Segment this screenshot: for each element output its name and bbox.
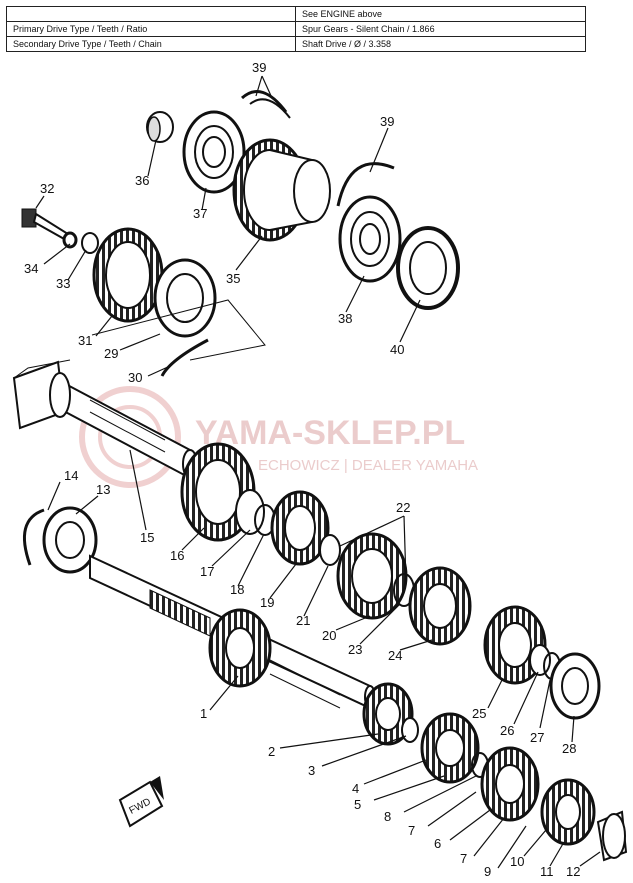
callout-14: 14 bbox=[64, 468, 78, 483]
callout-19: 19 bbox=[260, 595, 274, 610]
specs-row: Primary Drive Type / Teeth / Ratio Spur … bbox=[6, 21, 586, 37]
callout-16: 16 bbox=[170, 548, 184, 563]
callout-32: 32 bbox=[40, 181, 54, 196]
part-21-washer bbox=[319, 534, 341, 566]
callout-36: 36 bbox=[135, 173, 149, 188]
part-1-main-shaft bbox=[89, 554, 376, 710]
callout-39: 39 bbox=[380, 114, 394, 129]
specs-value: Shaft Drive / Ø / 3.358 bbox=[295, 36, 586, 52]
callout-4: 4 bbox=[352, 781, 359, 796]
callout-31: 31 bbox=[78, 333, 92, 348]
callout-34: 34 bbox=[24, 261, 38, 276]
callout-7: 7 bbox=[408, 823, 415, 838]
specs-row: See ENGINE above bbox=[6, 6, 586, 22]
callout-13: 13 bbox=[96, 482, 110, 497]
part-20-gear bbox=[336, 532, 408, 620]
callout-20: 20 bbox=[322, 628, 336, 643]
part-26-washer bbox=[529, 644, 551, 676]
part-14-circlip bbox=[22, 508, 45, 566]
callout-28: 28 bbox=[562, 741, 576, 756]
callout-24: 24 bbox=[388, 648, 402, 663]
part-38-bearing bbox=[338, 195, 402, 283]
part-12-bushing bbox=[596, 810, 628, 862]
callout-23: 23 bbox=[348, 642, 362, 657]
callout-29: 29 bbox=[104, 346, 118, 361]
callout-17: 17 bbox=[200, 564, 214, 579]
part-13-bearing bbox=[42, 506, 98, 574]
callout-12: 12 bbox=[566, 864, 580, 879]
part-40-oil-seal bbox=[396, 226, 460, 310]
watermark: YAMA-SKLEP.PL ECHOWICZ | DEALER YAMAHA bbox=[79, 386, 478, 488]
callout-37: 37 bbox=[193, 206, 207, 221]
part-39-circlip-right bbox=[336, 162, 395, 207]
callout-5: 5 bbox=[354, 797, 361, 812]
part-28-bearing bbox=[549, 652, 601, 720]
watermark-title: YAMA-SKLEP.PL bbox=[195, 414, 465, 452]
part-35-gear-sleeve bbox=[232, 138, 331, 242]
callouts: 39 39 36 37 35 38 40 32 34 33 31 29 30 1… bbox=[24, 60, 580, 879]
callout-15: 15 bbox=[140, 530, 154, 545]
part-32-bolt bbox=[21, 208, 70, 242]
part-24-gear bbox=[408, 566, 472, 646]
specs-row: Secondary Drive Type / Teeth / Chain Sha… bbox=[6, 36, 586, 52]
callout-3: 3 bbox=[308, 763, 315, 778]
part-34-lockwasher bbox=[62, 231, 78, 249]
callout-7: 7 bbox=[460, 851, 467, 866]
callout-8: 8 bbox=[384, 809, 391, 824]
watermark-subtitle: ECHOWICZ | DEALER YAMAHA bbox=[258, 457, 478, 474]
part-33-washer bbox=[81, 232, 99, 254]
callout-22: 22 bbox=[396, 500, 410, 515]
callout-27: 27 bbox=[530, 730, 544, 745]
part-36-bushing bbox=[146, 111, 174, 143]
part-6-gear bbox=[480, 746, 540, 822]
callout-10: 10 bbox=[510, 854, 524, 869]
callout-40: 40 bbox=[390, 342, 404, 357]
specs-table: See ENGINE above Primary Drive Type / Te… bbox=[6, 6, 586, 52]
callout-30: 30 bbox=[128, 370, 142, 385]
callout-2: 2 bbox=[268, 744, 275, 759]
part-39-circlip-upper bbox=[240, 90, 291, 119]
callout-9: 9 bbox=[484, 864, 491, 879]
callout-26: 26 bbox=[500, 723, 514, 738]
leader-lines bbox=[35, 75, 601, 869]
callout-35: 35 bbox=[226, 271, 240, 286]
callout-25: 25 bbox=[472, 706, 486, 721]
part-2-gear bbox=[362, 682, 414, 746]
part-19-gear bbox=[270, 490, 330, 566]
part-4-gear bbox=[420, 712, 480, 784]
part-37-bearing bbox=[182, 110, 246, 194]
callout-1: 1 bbox=[200, 706, 207, 721]
callout-11: 11 bbox=[540, 864, 554, 879]
part-3-washer bbox=[401, 717, 419, 743]
part-31-gear bbox=[92, 227, 164, 323]
part-11-gear bbox=[540, 778, 596, 846]
part-17-washer bbox=[235, 489, 265, 535]
callout-39: 39 bbox=[252, 60, 266, 75]
callout-38: 38 bbox=[338, 311, 352, 326]
callout-6: 6 bbox=[434, 836, 441, 851]
fwd-arrow-icon: FWD bbox=[118, 776, 164, 828]
part-15-drive-axle bbox=[12, 360, 198, 480]
callout-33: 33 bbox=[56, 276, 70, 291]
callout-21: 21 bbox=[296, 613, 310, 628]
part-29-bearing bbox=[153, 258, 217, 338]
part-30-circlip bbox=[160, 338, 209, 377]
callout-18: 18 bbox=[230, 582, 244, 597]
